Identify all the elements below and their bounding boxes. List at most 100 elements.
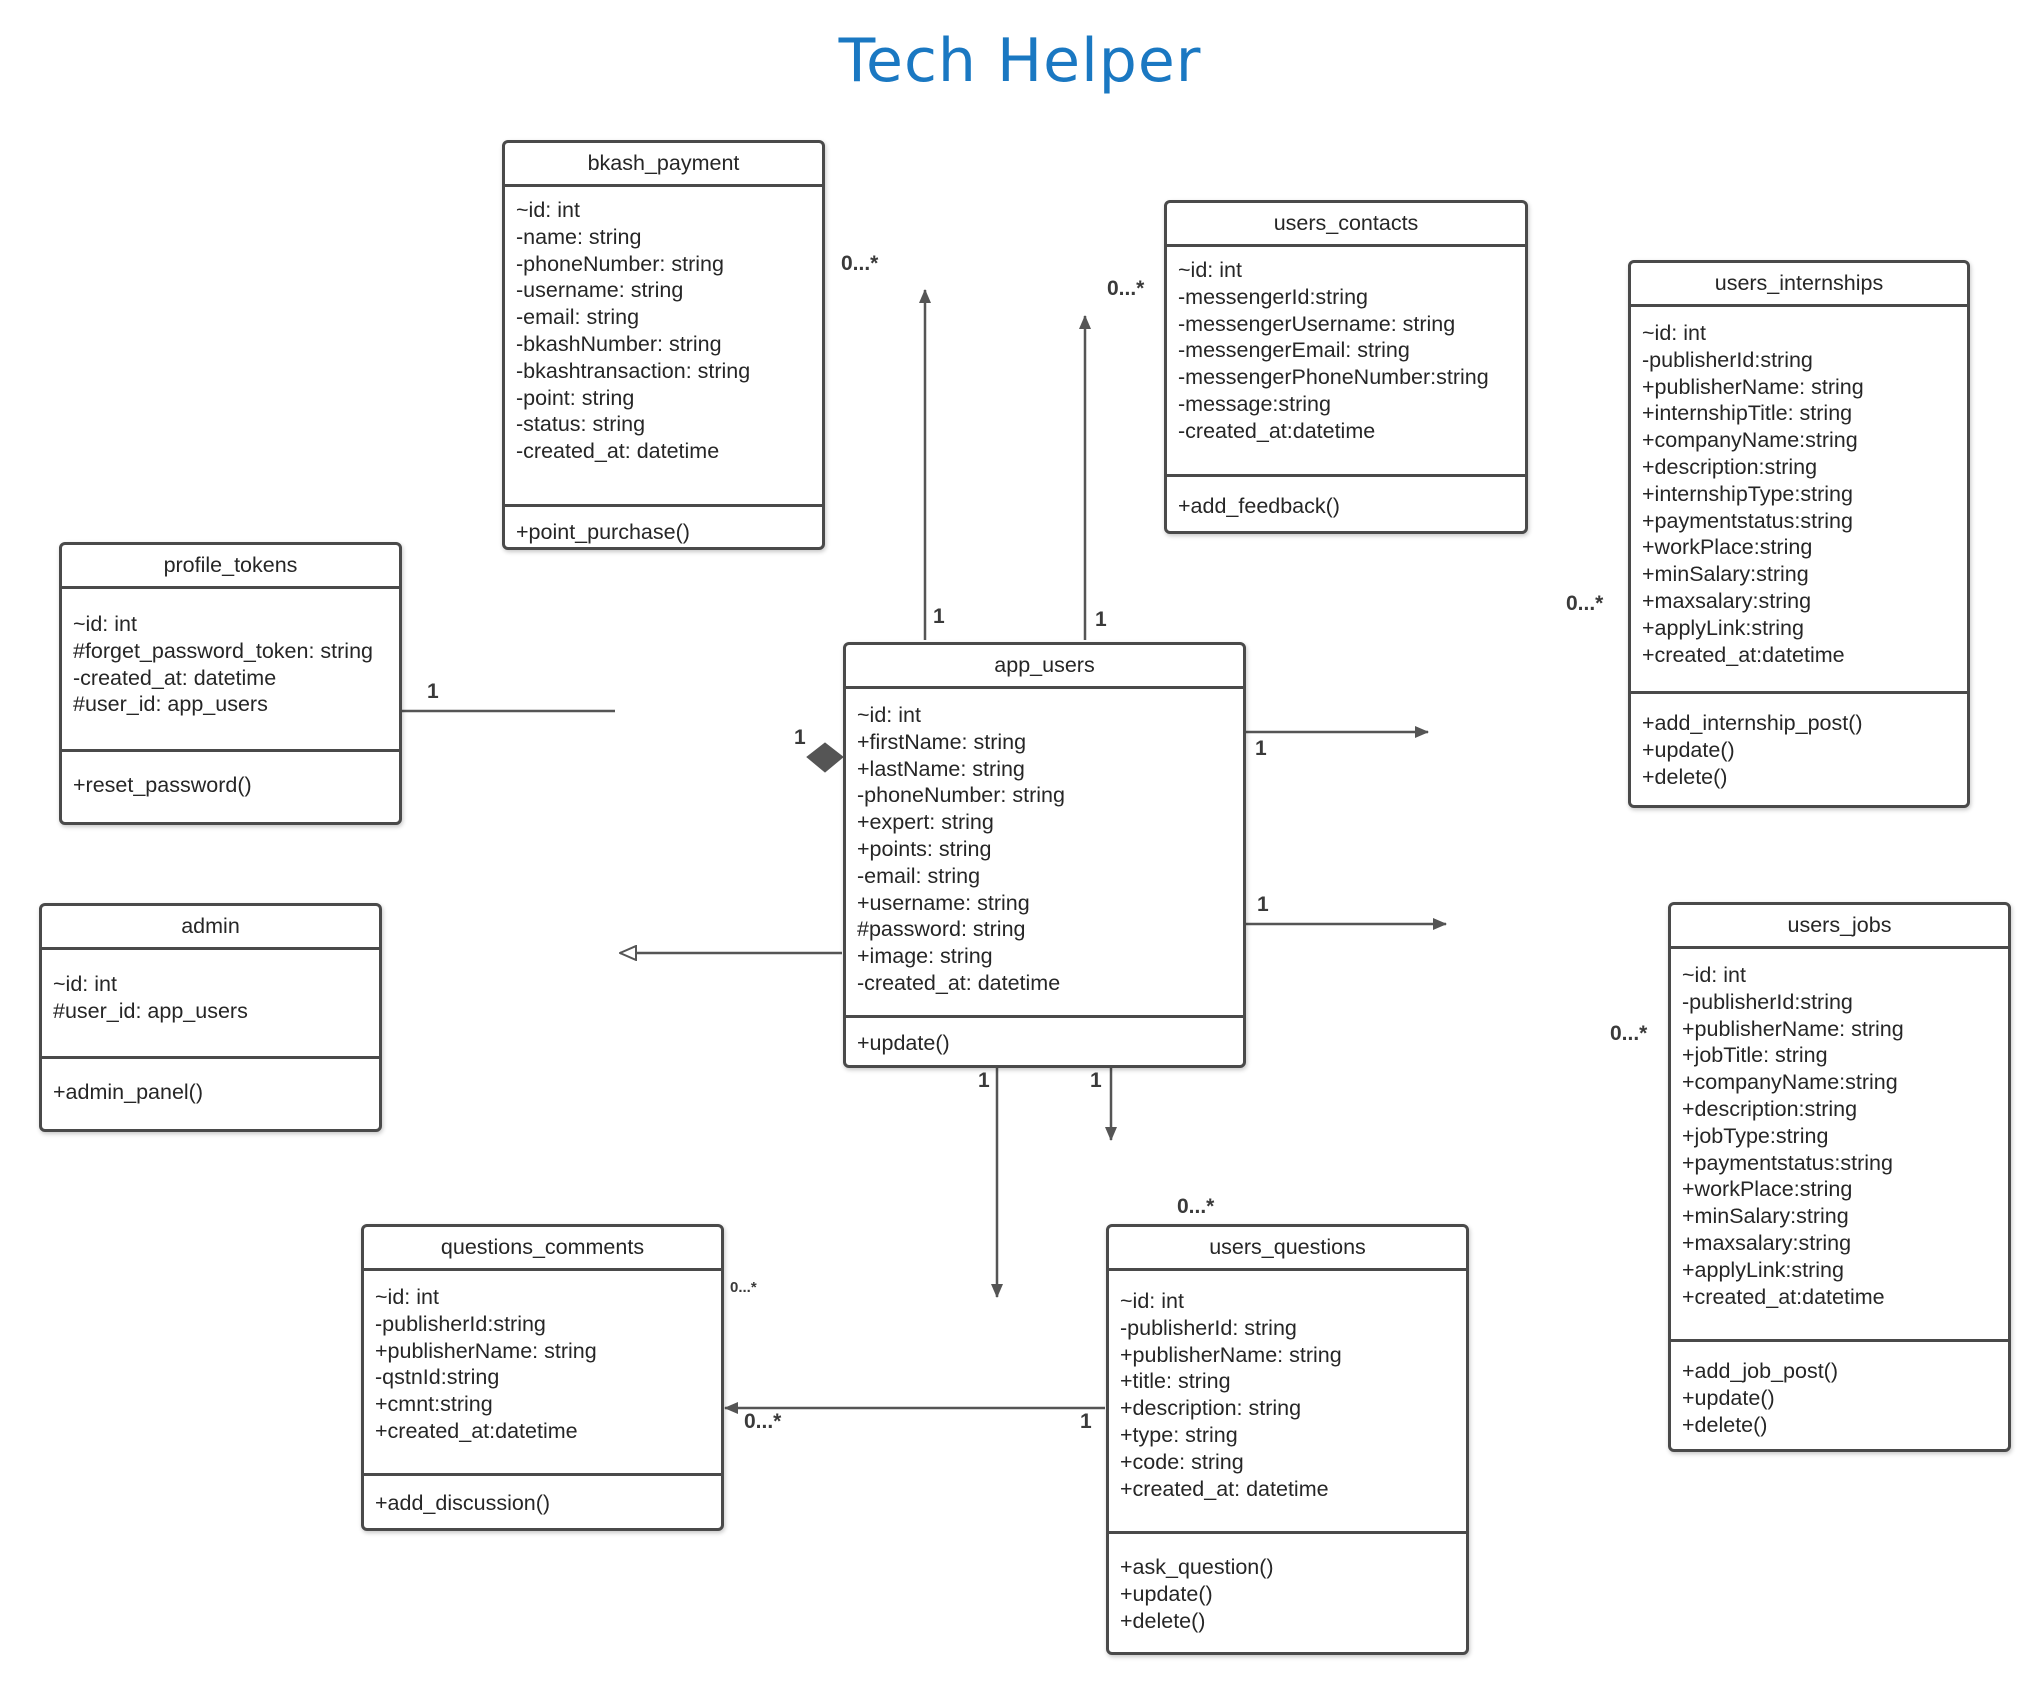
class-users-questions[interactable]: users_questions ~id: int -publisherId: s… (1106, 1224, 1469, 1655)
multiplicity-label: 1 (427, 680, 439, 703)
multiplicity-label: 1 (1257, 893, 1269, 916)
attributes: ~id: int -name: string -phoneNumber: str… (505, 187, 822, 504)
attribute: +description: string (1120, 1396, 1302, 1421)
attribute: -email: string (857, 863, 981, 888)
multiplicity-label: 1 (1090, 1069, 1102, 1092)
attribute: -messengerEmail: string (1178, 338, 1410, 363)
multiplicity-label: 1 (1255, 737, 1267, 760)
attribute: +internshipType:string (1642, 481, 1853, 506)
attribute: +publisherName: string (1120, 1342, 1342, 1367)
attribute: ~id: int (1120, 1289, 1184, 1313)
attribute: -publisherId:string (375, 1311, 546, 1336)
method: +add_internship_post() (1642, 711, 1863, 735)
attributes: ~id: int -publisherId: string +publisher… (1109, 1271, 1466, 1531)
method: +add_job_post() (1682, 1359, 1838, 1383)
method: +update() (857, 1031, 950, 1055)
methods: +add_job_post() +update() +delete() (1671, 1339, 2008, 1438)
class-profile-tokens[interactable]: profile_tokens ~id: int #forget_password… (59, 542, 402, 825)
attribute: ~id: int (1178, 258, 1242, 282)
attribute: -created_at: datetime (516, 439, 720, 464)
attribute: +maxsalary:string (1642, 588, 1812, 613)
attribute: -phoneNumber: string (516, 251, 724, 276)
attribute: -created_at: datetime (73, 665, 277, 690)
attribute: -bkashtransaction: string (516, 358, 751, 383)
attribute: +created_at: datetime (1120, 1476, 1329, 1501)
attribute: +minSalary:string (1682, 1204, 1849, 1229)
attribute: +jobType:string (1682, 1123, 1829, 1148)
multiplicity-label: 1 (1095, 608, 1107, 631)
attribute: +description:string (1642, 454, 1818, 479)
method: +delete() (1120, 1608, 1206, 1633)
methods: +point_purchase() (505, 504, 822, 546)
attribute: +points: string (857, 836, 992, 861)
attributes: ~id: int #forget_password_token: string … (62, 589, 399, 749)
attribute: +applyLink:string (1682, 1257, 1844, 1282)
attributes: ~id: int -messengerId:string -messengerU… (1167, 247, 1525, 474)
multiplicity-label: 0...* (744, 1410, 782, 1433)
attribute: +created_at:datetime (1682, 1284, 1885, 1309)
attribute: +username: string (857, 890, 1030, 915)
class-name: users_questions (1109, 1227, 1466, 1271)
attribute: #user_id: app_users (53, 998, 248, 1023)
attribute: ~id: int (857, 703, 921, 727)
attribute: -status: string (516, 412, 646, 437)
multiplicity-label: 0...* (1107, 277, 1145, 300)
method: +point_purchase() (516, 520, 690, 544)
attribute: +jobTitle: string (1682, 1043, 1828, 1068)
attribute: +type: string (1120, 1422, 1238, 1447)
class-name: app_users (846, 645, 1243, 689)
methods: +ask_question() +update() +delete() (1109, 1531, 1466, 1634)
multiplicity-label: 0...* (730, 1279, 757, 1296)
attribute: +firstName: string (857, 729, 1027, 754)
attribute: +expert: string (857, 810, 994, 835)
attribute: ~id: int (1642, 321, 1706, 345)
attribute: -created_at:datetime (1178, 418, 1376, 443)
multiplicity-label: 0...* (1566, 592, 1604, 615)
attribute: -publisherId:string (1682, 989, 1853, 1014)
attribute: +internshipTitle: string (1642, 401, 1853, 426)
attribute: +minSalary:string (1642, 562, 1809, 587)
method: +add_feedback() (1178, 494, 1340, 518)
class-name: bkash_payment (505, 143, 822, 187)
method: +admin_panel() (53, 1080, 203, 1104)
method: +ask_question() (1120, 1555, 1274, 1579)
attribute: -publisherId: string (1120, 1315, 1297, 1340)
class-name: users_internships (1631, 263, 1967, 307)
attribute: -messengerId:string (1178, 284, 1368, 309)
attribute: ~id: int (516, 198, 580, 222)
class-users-contacts[interactable]: users_contacts ~id: int -messengerId:str… (1164, 200, 1528, 534)
attribute: ~id: int (53, 972, 117, 996)
attribute: +workPlace:string (1682, 1177, 1853, 1202)
class-users-internships[interactable]: users_internships ~id: int -publisherId:… (1628, 260, 1970, 808)
attribute: -message:string (1178, 391, 1331, 416)
attribute: ~id: int (1682, 963, 1746, 987)
attributes: ~id: int -publisherId:string +publisherN… (364, 1271, 721, 1473)
class-bkash-payment[interactable]: bkash_payment ~id: int -name: string -ph… (502, 140, 825, 550)
attribute: -bkashNumber: string (516, 331, 722, 356)
attribute: #forget_password_token: string (73, 638, 373, 663)
methods: +reset_password() (62, 749, 399, 799)
class-name: profile_tokens (62, 545, 399, 589)
class-app-users[interactable]: app_users ~id: int +firstName: string +l… (843, 642, 1246, 1068)
attribute: +created_at:datetime (375, 1418, 578, 1443)
attributes: ~id: int -publisherId:string +publisherN… (1671, 949, 2008, 1339)
class-admin[interactable]: admin ~id: int #user_id: app_users +admi… (39, 903, 382, 1132)
multiplicity-label: 1 (978, 1069, 990, 1092)
attribute: +companyName:string (1682, 1070, 1898, 1095)
attributes: ~id: int #user_id: app_users (42, 950, 379, 1056)
multiplicity-label: 0...* (1177, 1195, 1215, 1218)
attribute: #user_id: app_users (73, 692, 268, 717)
attribute: +paymentstatus:string (1682, 1150, 1893, 1175)
attribute: +lastName: string (857, 756, 1025, 781)
methods: +admin_panel() (42, 1056, 379, 1106)
attributes: ~id: int +firstName: string +lastName: s… (846, 689, 1243, 1015)
attribute: -qstnId:string (375, 1365, 500, 1390)
attribute: ~id: int (73, 612, 137, 636)
class-questions-comments[interactable]: questions_comments ~id: int -publisherId… (361, 1224, 724, 1531)
class-users-jobs[interactable]: users_jobs ~id: int -publisherId:string … (1668, 902, 2011, 1452)
methods: +update() (846, 1015, 1243, 1057)
multiplicity-label: 1 (933, 605, 945, 628)
attribute: +cmnt:string (375, 1392, 493, 1417)
method: +reset_password() (73, 773, 252, 797)
